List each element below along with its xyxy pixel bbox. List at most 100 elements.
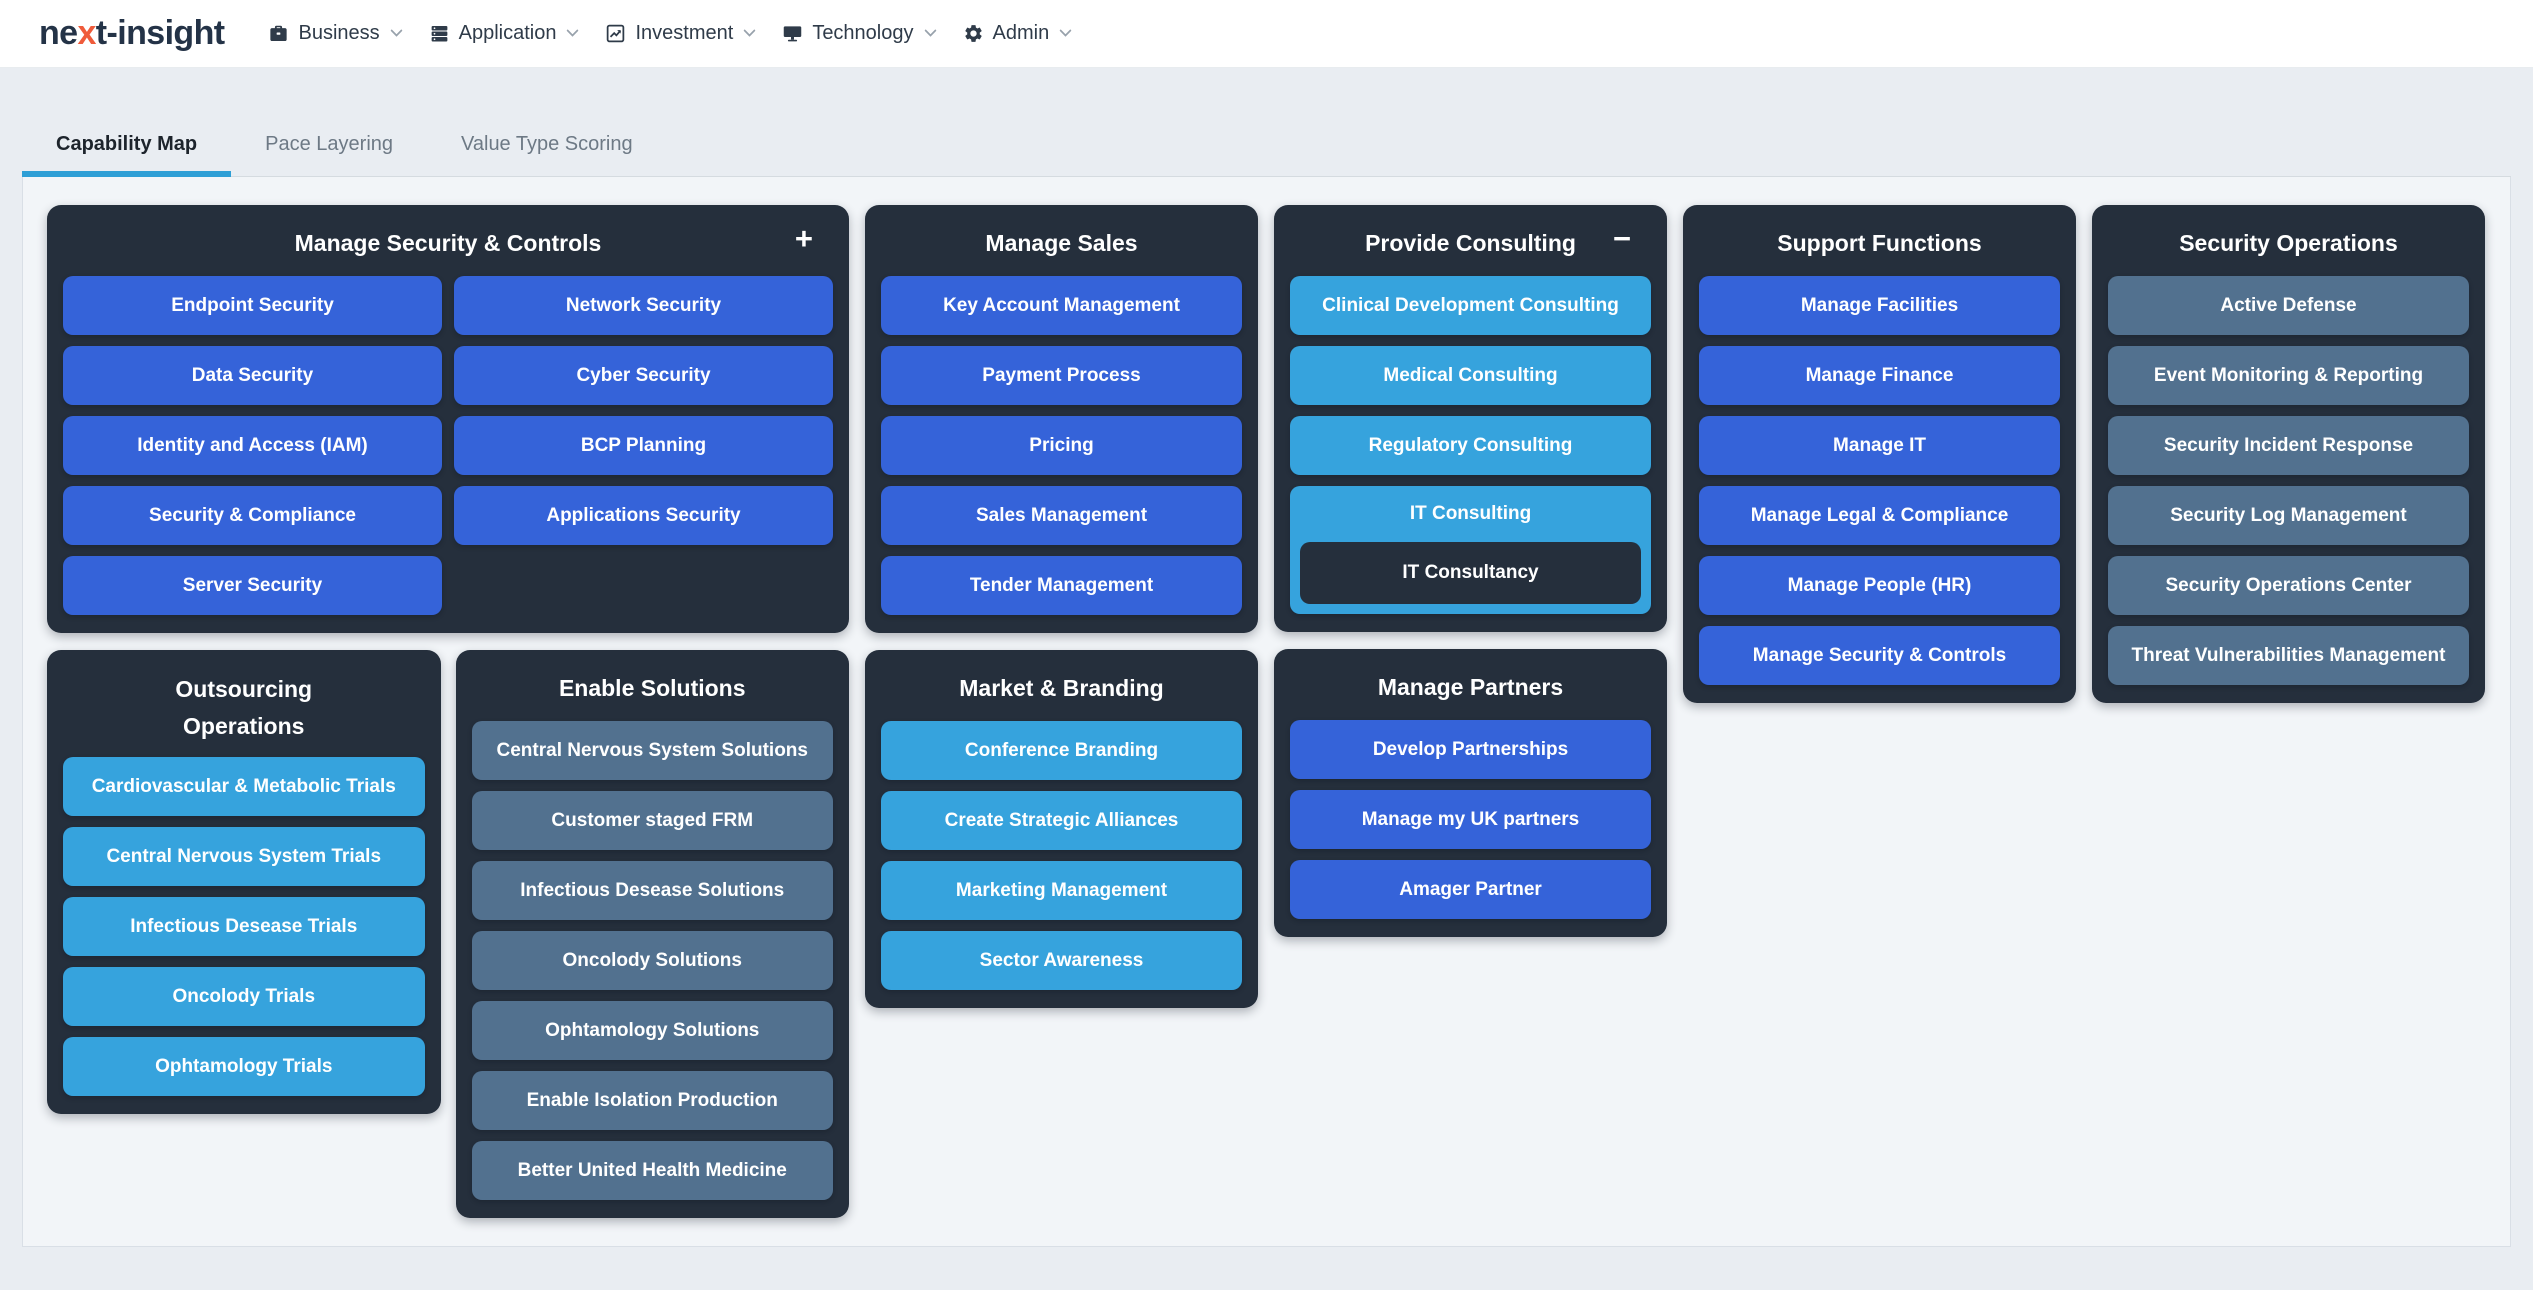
capability-item-label: Infectious Desease Solutions	[520, 879, 785, 901]
collapse-button[interactable]: −	[1612, 221, 1631, 256]
capability-item[interactable]: Payment Process	[881, 346, 1242, 405]
capability-item[interactable]: Manage Security & Controls	[1699, 626, 2060, 685]
capability-item-label: BCP Planning	[580, 434, 707, 456]
nav-item-investment[interactable]: Investment	[605, 22, 756, 45]
capability-item-label: Manage Security & Controls	[1752, 644, 2007, 666]
capability-item[interactable]: Active Defense	[2108, 276, 2469, 335]
capability-item-label: Manage my UK partners	[1361, 808, 1580, 830]
capability-item[interactable]: Clinical Development Consulting	[1290, 276, 1651, 335]
capability-item[interactable]: Infectious Desease Trials	[63, 897, 425, 956]
capability-item[interactable]: Marketing Management	[881, 861, 1242, 920]
chart-icon	[605, 23, 626, 44]
capability-item[interactable]: Cyber Security	[454, 346, 833, 405]
capability-item[interactable]: Security Log Management	[2108, 486, 2469, 545]
capability-item[interactable]: Ophtamology Solutions	[471, 1001, 833, 1060]
capability-item[interactable]: Oncolody Solutions	[471, 931, 833, 990]
nav-item-technology[interactable]: Technology	[782, 22, 936, 45]
capability-item[interactable]: Customer staged FRM	[471, 791, 833, 850]
tab-capability-map[interactable]: Capability Map	[22, 112, 232, 177]
nav-item-admin[interactable]: Admin	[963, 22, 1073, 45]
capability-item[interactable]: Pricing	[881, 416, 1242, 475]
capability-item[interactable]: Amager Partner	[1290, 860, 1651, 919]
capability-item-label: Cardiovascular & Metabolic Trials	[91, 775, 396, 797]
capability-item[interactable]: Develop Partnerships	[1290, 720, 1651, 779]
capability-item[interactable]: Oncolody Trials	[63, 967, 425, 1026]
gear-icon	[963, 23, 984, 44]
capability-item[interactable]: Ophtamology Trials	[63, 1037, 425, 1096]
capability-item[interactable]: BCP Planning	[454, 416, 833, 475]
capability-item-label: Create Strategic Alliances	[944, 809, 1179, 831]
capability-item[interactable]: Infectious Desease Solutions	[471, 861, 833, 920]
capability-item-label: Medical Consulting	[1383, 364, 1558, 386]
capability-item-label: Sector Awareness	[979, 949, 1144, 971]
capability-item[interactable]: Conference Branding	[881, 721, 1242, 780]
capability-item[interactable]: Central Nervous System Trials	[63, 827, 425, 886]
capability-item[interactable]: Manage Legal & Compliance	[1699, 486, 2060, 545]
capability-card-provide-consulting: Provide Consulting−Clinical Development …	[1274, 205, 1667, 632]
capability-item[interactable]: Data Security	[63, 346, 442, 405]
capability-item[interactable]: Enable Isolation Production	[471, 1071, 833, 1130]
capability-item[interactable]: Applications Security	[454, 486, 833, 545]
capability-item[interactable]: Identity and Access (IAM)	[63, 416, 442, 475]
capability-item[interactable]: Server Security	[63, 556, 442, 615]
nav-item-application[interactable]: Application	[429, 22, 580, 45]
main-nav: Business Application Investment Technology A…	[268, 22, 1072, 45]
capability-item-child[interactable]: IT Consultancy	[1300, 542, 1641, 604]
capability-item[interactable]: Tender Management	[881, 556, 1242, 615]
capability-item-label: Cyber Security	[576, 364, 711, 386]
capability-item[interactable]: Create Strategic Alliances	[881, 791, 1242, 850]
capability-item-label: Ophtamology Trials	[155, 1055, 333, 1077]
capability-item-label: Oncolody Trials	[172, 985, 316, 1007]
capability-item[interactable]: Central Nervous System Solutions	[471, 721, 833, 780]
capability-item[interactable]: Event Monitoring & Reporting	[2108, 346, 2469, 405]
capability-item-label: Server Security	[182, 574, 323, 596]
capability-item[interactable]: Sector Awareness	[881, 931, 1242, 990]
tab-value-type-scoring[interactable]: Value Type Scoring	[461, 132, 633, 155]
capability-item-label: Sales Management	[975, 504, 1148, 526]
capability-item[interactable]: Manage Facilities	[1699, 276, 2060, 335]
capability-item[interactable]: Network Security	[454, 276, 833, 335]
capability-item[interactable]: Manage People (HR)	[1699, 556, 2060, 615]
capability-item[interactable]: Manage IT	[1699, 416, 2060, 475]
expand-button[interactable]: +	[794, 221, 813, 256]
capability-item[interactable]: Medical Consulting	[1290, 346, 1651, 405]
capability-item[interactable]: Manage my UK partners	[1290, 790, 1651, 849]
capability-item[interactable]: Cardiovascular & Metabolic Trials	[63, 757, 425, 816]
app-logo[interactable]: next-insight	[39, 14, 225, 53]
capability-item-label: Manage People (HR)	[1787, 574, 1972, 596]
capability-item[interactable]: Sales Management	[881, 486, 1242, 545]
card-title: Manage Partners	[1377, 674, 1564, 700]
capability-item-label: Active Defense	[2220, 294, 2357, 316]
nav-item-business[interactable]: Business	[268, 22, 402, 45]
nav-item-label: Business	[298, 22, 380, 44]
capability-item-label: Central Nervous System Solutions	[496, 739, 808, 761]
nav-item-label: Admin	[992, 22, 1050, 44]
capability-item[interactable]: Endpoint Security	[63, 276, 442, 335]
capability-item[interactable]: Threat Vulnerabilities Management	[2108, 626, 2469, 685]
capability-item[interactable]: Security & Compliance	[63, 486, 442, 545]
tab-pace-layering[interactable]: Pace Layering	[265, 132, 394, 155]
capability-item[interactable]: Manage Finance	[1699, 346, 2060, 405]
capability-item-label: Identity and Access (IAM)	[137, 434, 368, 456]
card-header: Enable Solutions	[456, 650, 850, 721]
monitor-icon	[782, 23, 803, 44]
capability-card-manage-security-controls: Manage Security & Controls+Endpoint Secu…	[47, 205, 849, 633]
capability-item[interactable]: Regulatory Consulting	[1290, 416, 1651, 475]
capability-item-children: IT Consultancy	[1290, 542, 1651, 614]
capability-item[interactable]: Security Operations Center	[2108, 556, 2469, 615]
capability-item[interactable]: Security Incident Response	[2108, 416, 2469, 475]
capability-item-label: Applications Security	[546, 504, 741, 526]
capability-item[interactable]: Better United Health Medicine	[471, 1141, 833, 1200]
capability-item[interactable]: Key Account Management	[881, 276, 1242, 335]
capability-item-label: Threat Vulnerabilities Management	[2131, 644, 2446, 666]
